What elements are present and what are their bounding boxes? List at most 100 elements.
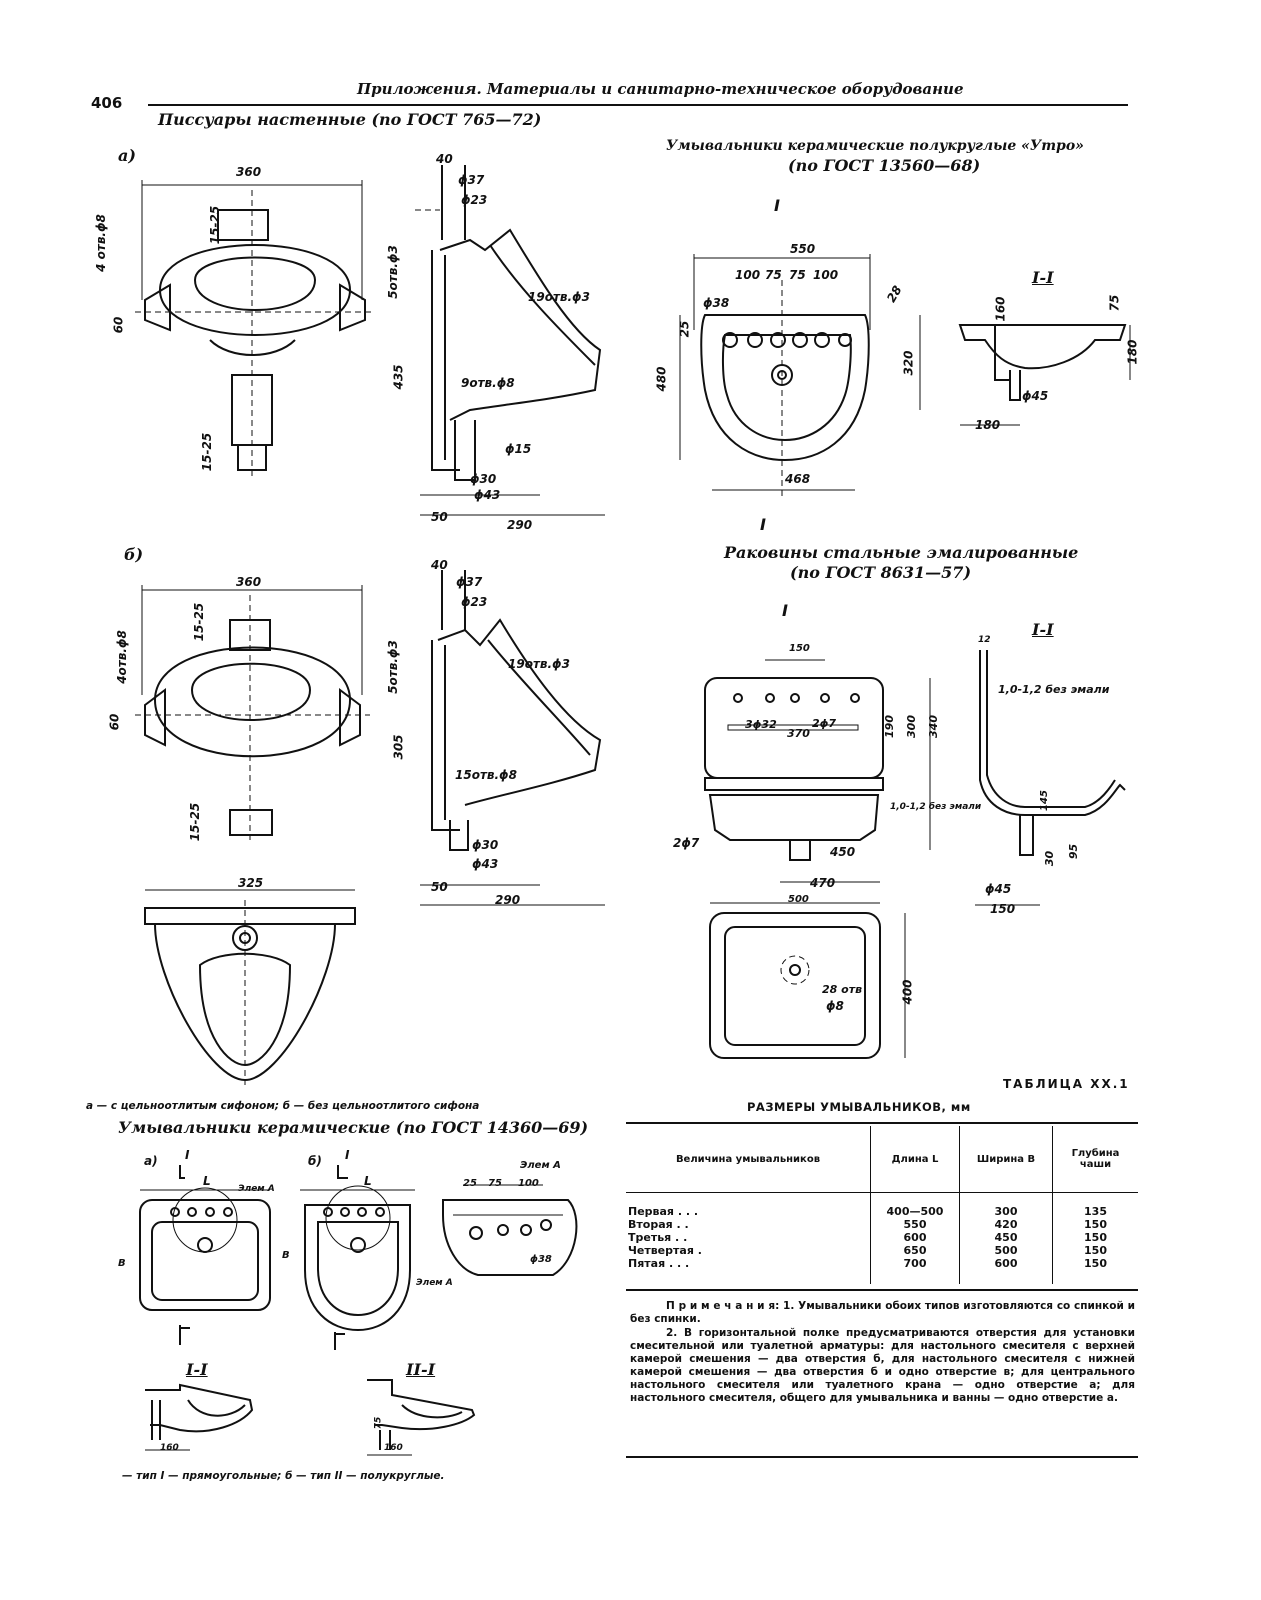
urinal-a-dim-40: 40 bbox=[436, 152, 453, 166]
table-cell: 300 bbox=[959, 1192, 1053, 1218]
table-cell: 450 bbox=[959, 1231, 1053, 1244]
table-cell: Первая . . . bbox=[628, 1205, 699, 1218]
steel-dim-190: 190 bbox=[882, 715, 896, 738]
utro-title-line1: Умывальники керамические полукруглые «Ут… bbox=[666, 138, 1084, 154]
steel-section-dim-150: 150 bbox=[990, 902, 1016, 916]
steel-section-dim-30: 30 bbox=[1043, 850, 1057, 867]
urinal-a-front-drawing bbox=[135, 180, 375, 480]
utro-section-label: I-I bbox=[1032, 268, 1054, 287]
urinal-a-dim-phi30: ϕ30 bbox=[470, 472, 497, 486]
steel-section-mark-top: I bbox=[782, 601, 788, 620]
steel-dim-370: 370 bbox=[787, 727, 810, 740]
element-a-detail-drawing bbox=[442, 1184, 578, 1276]
table-note-2: 2. В горизонтальной полке предусматриваю… bbox=[630, 1327, 1135, 1404]
table-cell: Вторая . . bbox=[628, 1218, 689, 1231]
urinal-a-dim-phi23: ϕ23 bbox=[461, 193, 488, 207]
ceramic-type1-elemA: Элем А bbox=[238, 1184, 275, 1194]
ceramic-type2-elemA: Элем А bbox=[416, 1278, 453, 1288]
table-cell: Пятая . . . bbox=[628, 1257, 690, 1270]
utro-section-dim-180w: 180 bbox=[975, 418, 1001, 432]
table-note-1: П р и м е ч а н и я: 1. Умывальники обои… bbox=[630, 1300, 1135, 1325]
table-header-size: Величина умывальников bbox=[626, 1126, 871, 1193]
urinal-b-dim-phi23: ϕ23 bbox=[461, 595, 488, 609]
urinal-a-dim-phi37: ϕ37 bbox=[458, 173, 485, 187]
steel-section-dim-enamel-side: 1,0-1,2 без эмали bbox=[890, 802, 982, 812]
urinal-a-label: а) bbox=[118, 146, 136, 165]
steel-dim-450: 450 bbox=[830, 845, 856, 859]
urinal-b-dim-15-25-bottom: 15-25 bbox=[188, 802, 203, 842]
table-cell: 700 bbox=[870, 1257, 960, 1284]
urinal-a-dim-9holes: 9отв.ϕ8 bbox=[461, 376, 515, 390]
urinal-b-side-drawing bbox=[420, 570, 605, 906]
urinal-a-dim-50: 50 bbox=[431, 510, 448, 524]
table-cell: Четвертая . bbox=[628, 1244, 702, 1257]
urinal-b-dim-phi37: ϕ37 bbox=[456, 575, 483, 589]
steel-dim-300: 300 bbox=[904, 715, 918, 738]
ceramic-type1-dim-L: L bbox=[203, 1174, 211, 1188]
urinals-title: Писсуары настенные (по ГОСТ 765—72) bbox=[158, 110, 542, 129]
table-cell: Третья . . bbox=[628, 1231, 688, 1244]
element-a-dim-25: 25 bbox=[463, 1178, 477, 1189]
urinal-b-dim-phi30: ϕ30 bbox=[472, 838, 499, 852]
urinal-b-dim-15holes: 15отв.ϕ8 bbox=[455, 768, 517, 782]
steel-dim-500: 500 bbox=[788, 894, 809, 905]
element-a-dim-phi38: ϕ38 bbox=[530, 1254, 552, 1265]
urinal-b-dim-50: 50 bbox=[431, 880, 448, 894]
ceramic-type2-plan-drawing bbox=[300, 1165, 415, 1350]
urinal-a-dim-15-25-top: 15-25 bbox=[208, 205, 223, 245]
ceramic-type2-section-mark-top: I bbox=[345, 1148, 350, 1162]
table-cell: 150 bbox=[1052, 1231, 1138, 1244]
ceramic-type2-section-dim-75: 75 bbox=[373, 1416, 384, 1430]
urinal-b-dim-5holes: 5отв.ϕ3 bbox=[385, 640, 400, 694]
ceramic-type1-section-drawing bbox=[145, 1383, 254, 1451]
steel-title-line2: (по ГОСТ 8631—57) bbox=[790, 563, 972, 582]
table-cell: 150 bbox=[1052, 1257, 1138, 1284]
urinal-a-dim-4holes: 4 отв.ϕ8 bbox=[93, 214, 108, 272]
utro-section-dim-phi45: ϕ45 bbox=[1022, 389, 1049, 403]
urinal-b-dim-4holes: 4отв.ϕ8 bbox=[114, 630, 129, 684]
urinal-a-dim-290: 290 bbox=[507, 518, 533, 532]
urinal-b-dim-360: 360 bbox=[236, 575, 262, 589]
urinal-a-dim-5holes: 5отв.ϕ3 bbox=[385, 245, 400, 299]
steel-dim-28holes: 28 отв bbox=[822, 983, 863, 996]
steel-dim-340: 340 bbox=[926, 715, 940, 738]
urinal-a-dim-15-25-bottom: 15-25 bbox=[200, 432, 215, 472]
utro-title-line2: (по ГОСТ 13560—68) bbox=[788, 156, 981, 175]
steel-dim-400: 400 bbox=[900, 979, 915, 1005]
steel-section-dim-95: 95 bbox=[1067, 843, 1081, 860]
steel-section-dim-phi45: ϕ45 bbox=[985, 882, 1012, 896]
urinal-b-dim-305: 305 bbox=[391, 734, 406, 760]
ceramic-type2-section-dim-160: 160 bbox=[384, 1443, 403, 1453]
steel-section-dim-enamel-top: 1,0-1,2 без эмали bbox=[998, 683, 1110, 696]
steel-section-dim-12: 12 bbox=[978, 635, 991, 645]
utro-dim-468: 468 bbox=[785, 472, 811, 486]
steel-section-dim-145: 145 bbox=[1038, 790, 1050, 811]
table-bottom-rule bbox=[626, 1289, 1138, 1291]
urinal-a-dim-360: 360 bbox=[236, 165, 262, 179]
table-cell: 550 bbox=[870, 1218, 960, 1231]
ceramic-section-label-1: I-I bbox=[186, 1360, 208, 1379]
steel-dim-3phi32: 3ϕ32 bbox=[745, 718, 777, 731]
table-cell: 135 bbox=[1052, 1192, 1138, 1218]
table-cell: 150 bbox=[1052, 1218, 1138, 1231]
steel-dim-2phi7-top: 2ϕ7 bbox=[812, 717, 837, 730]
ceramic-type2-section-drawing bbox=[367, 1379, 476, 1456]
table-cell: 600 bbox=[870, 1231, 960, 1244]
table-title: РАЗМЕРЫ УМЫВАЛЬНИКОВ, мм bbox=[747, 1100, 971, 1114]
steel-dim-phi8: ϕ8 bbox=[826, 999, 844, 1013]
urinal-a-dim-60: 60 bbox=[111, 316, 126, 334]
utro-dim-480: 480 bbox=[654, 366, 669, 392]
steel-dim-470: 470 bbox=[810, 876, 836, 890]
steel-section-label: I-I bbox=[1032, 620, 1054, 639]
utro-dim-550: 550 bbox=[790, 242, 816, 256]
steel-plan-drawing bbox=[709, 902, 906, 1059]
utro-section-mark-bottom: I bbox=[760, 515, 766, 534]
urinals-caption: а — с цельноотлитым сифоном; б — без цел… bbox=[86, 1100, 480, 1112]
urinal-b-dim-290: 290 bbox=[495, 893, 521, 907]
ceramic-label-b: б) bbox=[308, 1154, 322, 1168]
utro-dim-100a: 100 bbox=[735, 268, 761, 282]
utro-dim-75a: 75 bbox=[765, 268, 782, 282]
